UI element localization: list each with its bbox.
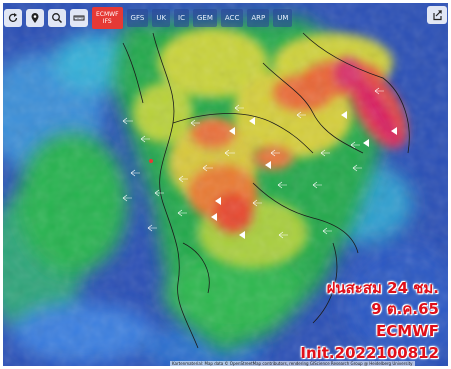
model-tab-label: GFS (130, 14, 145, 22)
model-tab-label: IC (178, 14, 185, 22)
refresh-icon (8, 13, 18, 22)
location-marker (149, 159, 153, 163)
location-pin-icon (31, 13, 39, 23)
model-tab-label: ECMWF (96, 11, 119, 18)
model-tab-acc[interactable]: ACC (220, 9, 244, 27)
caption-init: Init.2022100812 (300, 344, 439, 362)
share-icon (433, 10, 442, 21)
ruler-button[interactable] (70, 9, 88, 27)
model-tab-uk[interactable]: UK (152, 9, 171, 27)
model-tab-gfs[interactable]: GFS (126, 9, 149, 27)
wind-markers (211, 111, 397, 239)
model-tab-ic[interactable]: IC (174, 9, 189, 27)
model-tab-label: UM (277, 14, 289, 22)
wind-arrows (122, 87, 384, 239)
model-tab-gem[interactable]: GEM (193, 9, 217, 27)
caption-title: ฝนสะสม 24 ชม. (326, 279, 439, 297)
share-button[interactable] (427, 6, 447, 24)
model-tab-label: GEM (197, 14, 213, 22)
model-tab-label: ACC (224, 14, 240, 22)
model-tab-ecmwf[interactable]: ECMWF IFS (92, 7, 123, 29)
forecast-caption: ฝนสะสม 24 ชม. 9 ต.ค.65 ECMWF Init.202210… (300, 278, 439, 364)
location-button[interactable] (26, 9, 44, 27)
rainfall-map[interactable] (3, 3, 448, 366)
caption-model: ECMWF (376, 322, 439, 340)
model-tab-label: ARP (251, 14, 266, 22)
map-attribution: Kartenmaterial: Map data © OpenStreetMap… (170, 361, 415, 366)
model-tab-sublabel: IFS (102, 18, 112, 25)
map-canvas (3, 3, 448, 366)
zoom-icon (52, 13, 63, 24)
ruler-icon (73, 15, 85, 21)
caption-date: 9 ต.ค.65 (371, 300, 439, 318)
map-toolbar: ECMWF IFS GFS UK IC GEM ACC ARP UM (4, 6, 293, 30)
model-tab-um[interactable]: UM (273, 9, 293, 27)
model-tab-label: UK (156, 14, 167, 22)
refresh-button[interactable] (4, 9, 22, 27)
texture-overlay (3, 3, 448, 366)
country-borders (122, 32, 410, 349)
zoom-button[interactable] (48, 9, 66, 27)
model-tab-arp[interactable]: ARP (247, 9, 270, 27)
